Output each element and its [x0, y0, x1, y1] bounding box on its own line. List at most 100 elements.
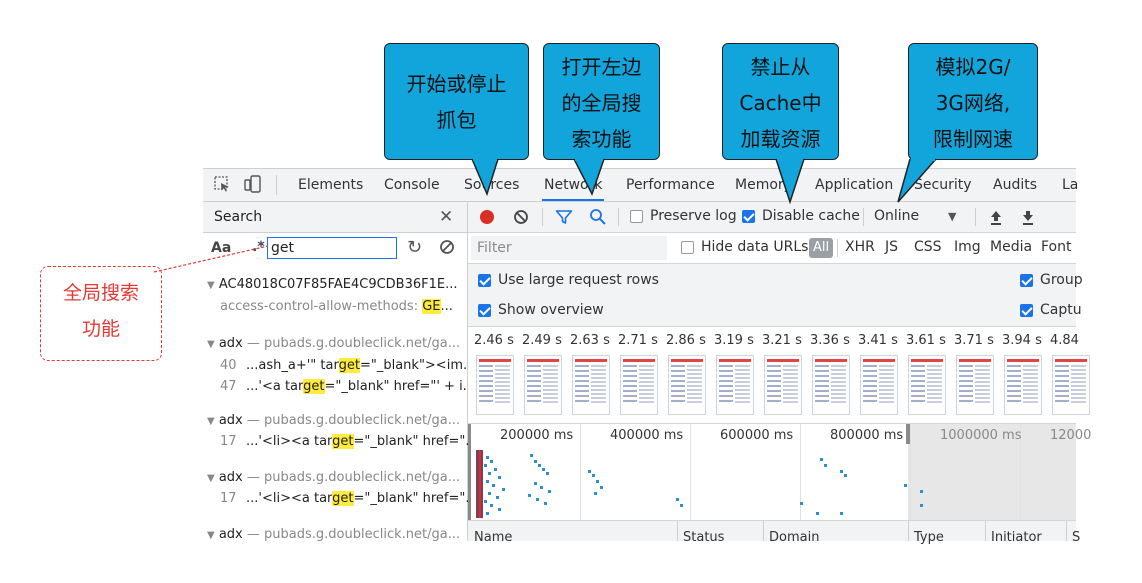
filmstrip-thumbnail[interactable]: [476, 355, 514, 415]
filmstrip-thumbnail[interactable]: [620, 355, 658, 415]
timeline-request-dot: [486, 456, 489, 459]
search-result-file[interactable]: ▼ adx — pubads.g.doubleclick.net/ga...: [207, 413, 461, 428]
tab-more[interactable]: La: [1062, 177, 1079, 193]
import-har-icon[interactable]: [988, 208, 1004, 226]
search-result-file[interactable]: ▼ adx — pubads.g.doubleclick.net/ga...: [207, 527, 461, 542]
search-query: get: [271, 240, 294, 256]
large-rows-label: Use large request rows: [498, 272, 659, 288]
tab-elements[interactable]: Elements: [298, 177, 364, 193]
large-rows-checkbox[interactable]: [478, 274, 491, 287]
column-domain[interactable]: Domain: [769, 530, 820, 545]
timeline-request-dot: [484, 464, 487, 467]
tab-security[interactable]: Security: [914, 177, 972, 193]
search-result-line[interactable]: 17...'<li><a target="_blank" href="...: [220, 491, 478, 506]
hide-data-urls-checkbox[interactable]: [681, 241, 694, 254]
timeline-request-dot: [540, 486, 543, 489]
result-line-post: ="_blank" href="...: [353, 491, 478, 506]
type-filter-media[interactable]: Media: [990, 239, 1033, 255]
timeline-request-dot: [494, 468, 497, 471]
type-filter-font[interactable]: Font: [1041, 239, 1072, 255]
type-filter-all[interactable]: All: [809, 238, 834, 258]
filmstrip-thumbnail[interactable]: [812, 355, 850, 415]
devtools-window: Elements Console Sources Network Perform…: [203, 168, 1091, 545]
column-initiator[interactable]: Initiator: [991, 530, 1042, 545]
timeline-request-dot: [488, 472, 491, 475]
search-panel-title: Search: [214, 209, 263, 225]
filmstrip-thumbnail[interactable]: [1004, 355, 1042, 415]
timeline-tick-label: 400000 ms: [610, 428, 684, 443]
inspect-element-icon[interactable]: [214, 176, 230, 192]
group-by-frame-checkbox[interactable]: [1020, 274, 1033, 287]
filmstrip-thumbnail[interactable]: [716, 355, 754, 415]
filmstrip-thumbnail[interactable]: [908, 355, 946, 415]
clear-icon[interactable]: [439, 239, 455, 255]
disable-cache-checkbox[interactable]: [742, 210, 755, 223]
filmstrip-time: 2.63 s: [570, 333, 610, 348]
filmstrip-thumbnail[interactable]: [860, 355, 898, 415]
refresh-icon[interactable]: ↻: [407, 237, 423, 258]
show-overview-checkbox[interactable]: [478, 304, 491, 317]
match-case-button[interactable]: Aa: [211, 240, 232, 256]
filmstrip-time: 3.21 s: [762, 333, 802, 348]
tab-performance[interactable]: Performance: [626, 177, 715, 193]
tab-application[interactable]: Application: [815, 177, 894, 193]
search-result-file[interactable]: ▼ adx — pubads.g.doubleclick.net/ga...: [207, 336, 461, 351]
column-size[interactable]: S: [1072, 530, 1081, 545]
tab-memory[interactable]: Memory: [735, 177, 792, 193]
search-result-line[interactable]: 47...'<a target="_blank" href="' + i...: [220, 379, 475, 394]
tab-console[interactable]: Console: [384, 177, 440, 193]
expand-triangle-icon: ▼: [207, 416, 215, 427]
column-name[interactable]: Name: [474, 530, 513, 545]
result-line-number: 47: [220, 379, 237, 394]
column-type[interactable]: Type: [914, 530, 944, 545]
result-file-url: pubads.g.doubleclick.net/ga...: [264, 470, 461, 485]
search-result-line[interactable]: 17...'<li><a target="_blank" href="...: [220, 434, 478, 449]
callout-record-tail: [471, 158, 499, 197]
filmstrip-thumbnail[interactable]: [668, 355, 706, 415]
filmstrip-time: 2.49 s: [522, 333, 562, 348]
overview-right-handle[interactable]: [906, 424, 910, 444]
search-icon[interactable]: [589, 208, 607, 226]
timeline-request-dot: [840, 470, 843, 473]
search-result-file[interactable]: ▼ adx — pubads.g.doubleclick.net/ga...: [207, 470, 461, 485]
result-line-pre: ...'<li><a tar: [246, 434, 333, 449]
filter-icon[interactable]: [555, 209, 573, 225]
filmstrip-thumbnail[interactable]: [1052, 355, 1090, 415]
tab-audits[interactable]: Audits: [993, 177, 1038, 193]
device-toolbar-icon[interactable]: [244, 175, 262, 193]
search-result-line[interactable]: access-control-allow-methods: GE...: [220, 299, 453, 314]
callout-throttle: 模拟2G/ 3G网络, 限制网速: [908, 43, 1038, 160]
search-result-line[interactable]: 40...ash_a+'" target="_blank"><im...: [220, 358, 475, 373]
search-panel: Search ✕ Aa .* get ↻ ▼ AC48018C07F85FAE4…: [203, 202, 478, 542]
regex-button[interactable]: .*: [252, 239, 265, 255]
close-icon[interactable]: ✕: [439, 207, 454, 227]
timeline-request-dot: [544, 502, 547, 505]
filmstrip-thumbnail[interactable]: [524, 355, 562, 415]
network-toolbar: Preserve log Disable cache Online ▼: [468, 202, 1076, 233]
search-result-file[interactable]: ▼ AC48018C07F85FAE4C9CDB36F1E...: [207, 277, 458, 292]
type-filter-img[interactable]: Img: [954, 239, 981, 255]
clear-log-icon[interactable]: [513, 209, 529, 225]
column-status[interactable]: Status: [683, 530, 725, 545]
type-filter-css[interactable]: CSS: [914, 239, 942, 255]
filmstrip-time: 2.46 s: [474, 333, 514, 348]
result-line-post: ="_blank" href="...: [353, 434, 478, 449]
throttle-select[interactable]: Online ▼: [874, 207, 966, 227]
search-input[interactable]: get: [267, 237, 397, 259]
type-filter-xhr[interactable]: XHR: [845, 239, 875, 255]
capture-screenshots-checkbox[interactable]: [1020, 304, 1033, 317]
tab-sources[interactable]: Sources: [464, 177, 520, 193]
filmstrip-thumbnail[interactable]: [572, 355, 610, 415]
filter-input[interactable]: Filter: [471, 236, 667, 260]
filmstrip-thumbnail[interactable]: [764, 355, 802, 415]
preserve-log-checkbox[interactable]: [630, 210, 643, 223]
record-icon[interactable]: [480, 210, 494, 224]
overview-left-handle[interactable]: [468, 424, 471, 520]
export-har-icon[interactable]: [1020, 208, 1036, 226]
type-filter-js[interactable]: JS: [885, 239, 899, 255]
filmstrip-thumbnail[interactable]: [956, 355, 994, 415]
timeline-request-dot: [600, 486, 603, 489]
network-filter-bar: Filter Hide data URLs All XHR JS CSS Img…: [468, 233, 1076, 264]
filmstrip-time: 2.86 s: [666, 333, 706, 348]
